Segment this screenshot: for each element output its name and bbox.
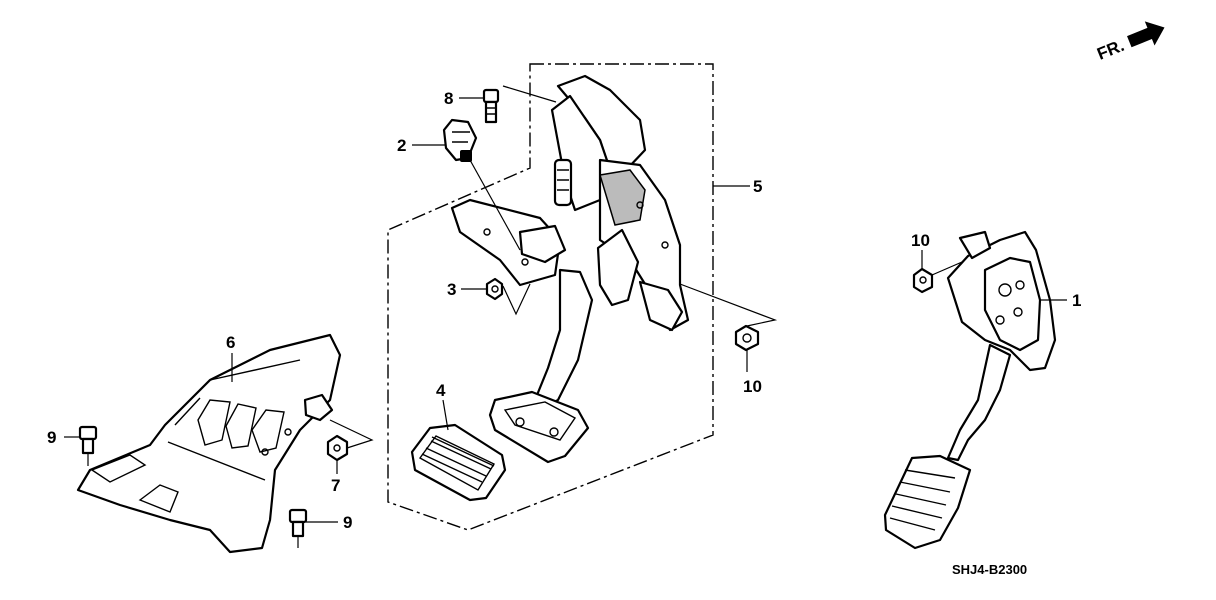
callout-9-left: 9 <box>47 428 56 447</box>
nut-3 <box>485 277 504 301</box>
callout-2: 2 <box>397 136 406 155</box>
direction-label: FR. <box>1094 36 1127 64</box>
callout-4: 4 <box>436 381 446 400</box>
front-direction-indicator: FR. <box>1094 21 1165 64</box>
callout-7: 7 <box>331 476 340 495</box>
callout-1: 1 <box>1072 291 1081 310</box>
callout-labels: 1 2 3 4 5 6 7 8 9 9 10 10 <box>47 89 1081 532</box>
pedal-cover <box>76 333 342 554</box>
brake-pedal-assembly <box>450 74 690 464</box>
diagram-part-code: SHJ4-B2300 <box>952 562 1027 577</box>
nut-7 <box>326 434 349 462</box>
callout-3: 3 <box>447 280 456 299</box>
callout-9-bottom: 9 <box>343 513 352 532</box>
bolt-9-left <box>78 425 98 455</box>
callout-10-right: 10 <box>911 231 930 250</box>
callout-8: 8 <box>444 89 453 108</box>
callout-6: 6 <box>226 333 235 352</box>
nut-10-center <box>734 324 760 352</box>
stop-switch <box>442 118 478 162</box>
nut-10-right <box>912 267 934 294</box>
bolt-9-bottom <box>288 508 308 538</box>
bolt-8 <box>482 88 500 124</box>
front-arrow-icon <box>1127 21 1165 48</box>
pedal-pad <box>410 423 507 502</box>
pedal-assembly-outline <box>387 63 714 531</box>
leader-lines <box>64 85 1067 548</box>
callout-10-center: 10 <box>743 377 762 396</box>
accelerator-pedal <box>883 230 1057 550</box>
callout-5: 5 <box>753 177 762 196</box>
